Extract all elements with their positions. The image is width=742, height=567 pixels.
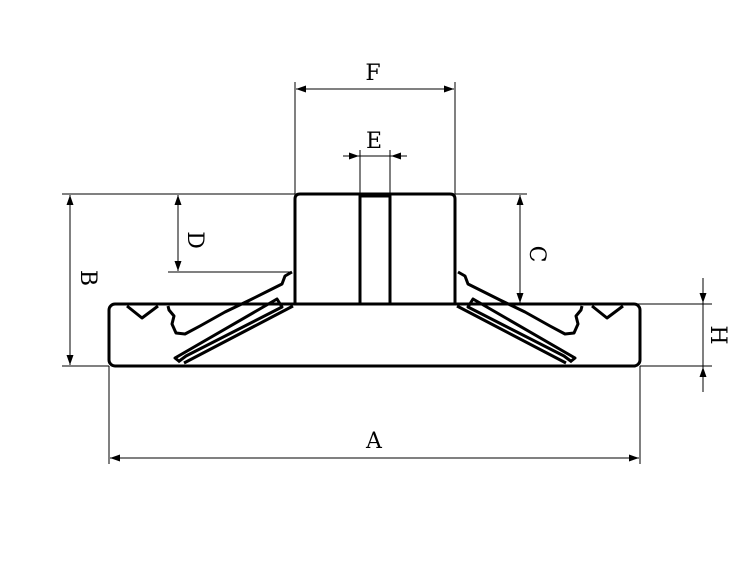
label-c: C <box>524 246 549 263</box>
left-rib-line <box>183 304 294 365</box>
label-a: A <box>365 429 383 454</box>
label-f: F <box>365 61 380 86</box>
right-countersink <box>591 304 624 320</box>
label-h: H <box>705 325 730 344</box>
label-d: D <box>182 231 207 249</box>
bore <box>358 194 392 306</box>
left-web <box>166 270 293 336</box>
left-rib <box>173 297 284 364</box>
base-flange <box>107 302 642 368</box>
dimension-lines <box>62 82 712 464</box>
part-outline <box>107 192 642 368</box>
label-e: E <box>366 129 382 154</box>
label-b: B <box>75 270 100 286</box>
left-countersink <box>126 304 159 320</box>
right-rib <box>466 297 577 364</box>
dimension-labels: F E A B D C H <box>75 61 730 454</box>
right-rib-line <box>456 304 567 365</box>
hub <box>293 192 457 304</box>
right-web <box>457 270 584 336</box>
